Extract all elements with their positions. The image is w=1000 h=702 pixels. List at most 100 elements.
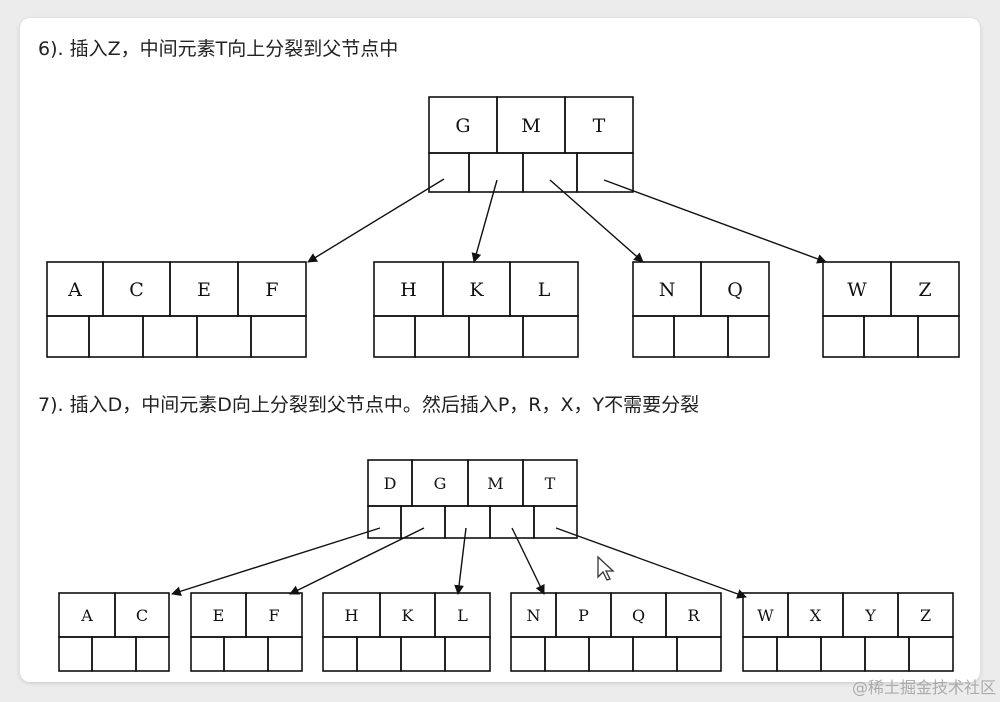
pointer-arrow: [171, 527, 381, 597]
key-label: E: [197, 279, 211, 301]
child-node-5-pointer-cell: [742, 636, 778, 672]
child-node-2-pointer-cell: [223, 636, 269, 672]
child-node-3-pointer-cell: [322, 636, 358, 672]
step6-caption: 6). 插入Z，中间元素T向上分裂到父节点中: [38, 38, 399, 60]
child-node-2-pointer-cell: [468, 315, 524, 358]
key-label: A: [67, 279, 82, 301]
key-label: T: [593, 115, 606, 137]
root-node-pointer-cell: [576, 152, 634, 193]
child-node-5-pointer-cell: [820, 636, 866, 672]
child-node-4-pointer-cell: [588, 636, 634, 672]
key-label: Q: [632, 606, 645, 625]
key-label: C: [129, 279, 144, 301]
key-label: M: [487, 474, 503, 493]
key-label: A: [80, 606, 93, 625]
key-label: E: [213, 606, 225, 625]
child-node-1-pointer-cell: [135, 636, 170, 672]
child-node-1-pointer-cell: [142, 315, 198, 358]
key-label: X: [810, 606, 822, 625]
child-node-3-pointer-cell: [356, 636, 402, 672]
child-node-3-pointer-cell: [444, 636, 491, 672]
key-label: P: [578, 606, 589, 625]
key-label: R: [687, 606, 700, 625]
key-label: W: [757, 606, 774, 625]
key-label: N: [527, 606, 541, 625]
child-node-1-pointer-cell: [250, 315, 307, 358]
pointer-arrow: [555, 527, 747, 599]
watermark: @稀土掘金技术社区: [851, 678, 996, 697]
step7-caption: 7). 插入D，中间元素D向上分裂到父节点中。然后插入P，R，X，Y不需要分裂: [38, 394, 700, 416]
child-node-1-pointer-cell: [46, 315, 90, 358]
root-node-pointer-cell: [400, 505, 446, 539]
child-node-1-pointer-cell: [88, 315, 144, 358]
child-node-4-pointer-cell: [632, 636, 678, 672]
root-node-pointer-cell: [444, 505, 491, 539]
key-label: F: [265, 279, 278, 301]
key-label: N: [659, 279, 676, 301]
root-node-pointer-cell: [367, 505, 402, 539]
root-node-pointer-cell: [533, 505, 578, 539]
pointer-arrow: [471, 179, 498, 263]
child-node-4-pointer-cell: [917, 315, 960, 358]
key-label: Z: [920, 606, 931, 625]
key-label: L: [538, 279, 551, 301]
key-label: Q: [727, 279, 743, 301]
key-label: L: [457, 606, 468, 625]
key-label: C: [136, 606, 148, 625]
pointer-arrow: [454, 527, 467, 595]
child-node-2-pointer-cell: [267, 636, 303, 672]
key-label: G: [455, 115, 470, 137]
pointer-arrow: [549, 179, 644, 263]
key-label: H: [345, 606, 359, 625]
root-node-pointer-cell: [428, 152, 470, 193]
child-node-3-pointer-cell: [727, 315, 770, 358]
key-label: Y: [864, 606, 876, 625]
key-label: W: [847, 279, 867, 301]
child-node-4-pointer-cell: [510, 636, 546, 672]
root-node-pointer-cell: [489, 505, 535, 539]
child-node-3-pointer-cell: [632, 315, 675, 358]
root-node-pointer-cell: [522, 152, 578, 193]
child-node-3-pointer-cell: [673, 315, 729, 358]
key-label: G: [434, 474, 447, 493]
pointer-arrow: [307, 178, 445, 263]
key-label: D: [384, 474, 397, 493]
key-label: T: [545, 474, 556, 493]
child-node-4-pointer-cell: [544, 636, 590, 672]
pointer-arrow: [603, 179, 827, 264]
child-node-4-pointer-cell: [863, 315, 919, 358]
child-node-3-pointer-cell: [400, 636, 446, 672]
key-label: Z: [918, 279, 931, 301]
pointer-arrow: [289, 527, 425, 595]
child-node-4-pointer-cell: [822, 315, 865, 358]
child-node-5-pointer-cell: [908, 636, 954, 672]
child-node-2-pointer-cell: [190, 636, 225, 672]
child-node-1-pointer-cell: [91, 636, 137, 672]
child-node-1-pointer-cell: [196, 315, 252, 358]
key-label: F: [268, 606, 279, 625]
mouse-cursor-icon: [597, 555, 615, 581]
child-node-5: W X Y Z: [742, 592, 954, 672]
key-label: M: [521, 115, 540, 137]
key-label: H: [400, 279, 417, 301]
child-node-2-pointer-cell: [522, 315, 579, 358]
pointer-arrow: [511, 527, 545, 595]
child-node-5-pointer-cell: [776, 636, 822, 672]
child-node-2-pointer-cell: [373, 315, 416, 358]
key-label: K: [402, 606, 415, 625]
content-card: 6). 插入Z，中间元素T向上分裂到父节点中 7). 插入D，中间元素D向上分裂…: [20, 18, 980, 682]
child-node-1-pointer-cell: [58, 636, 93, 672]
